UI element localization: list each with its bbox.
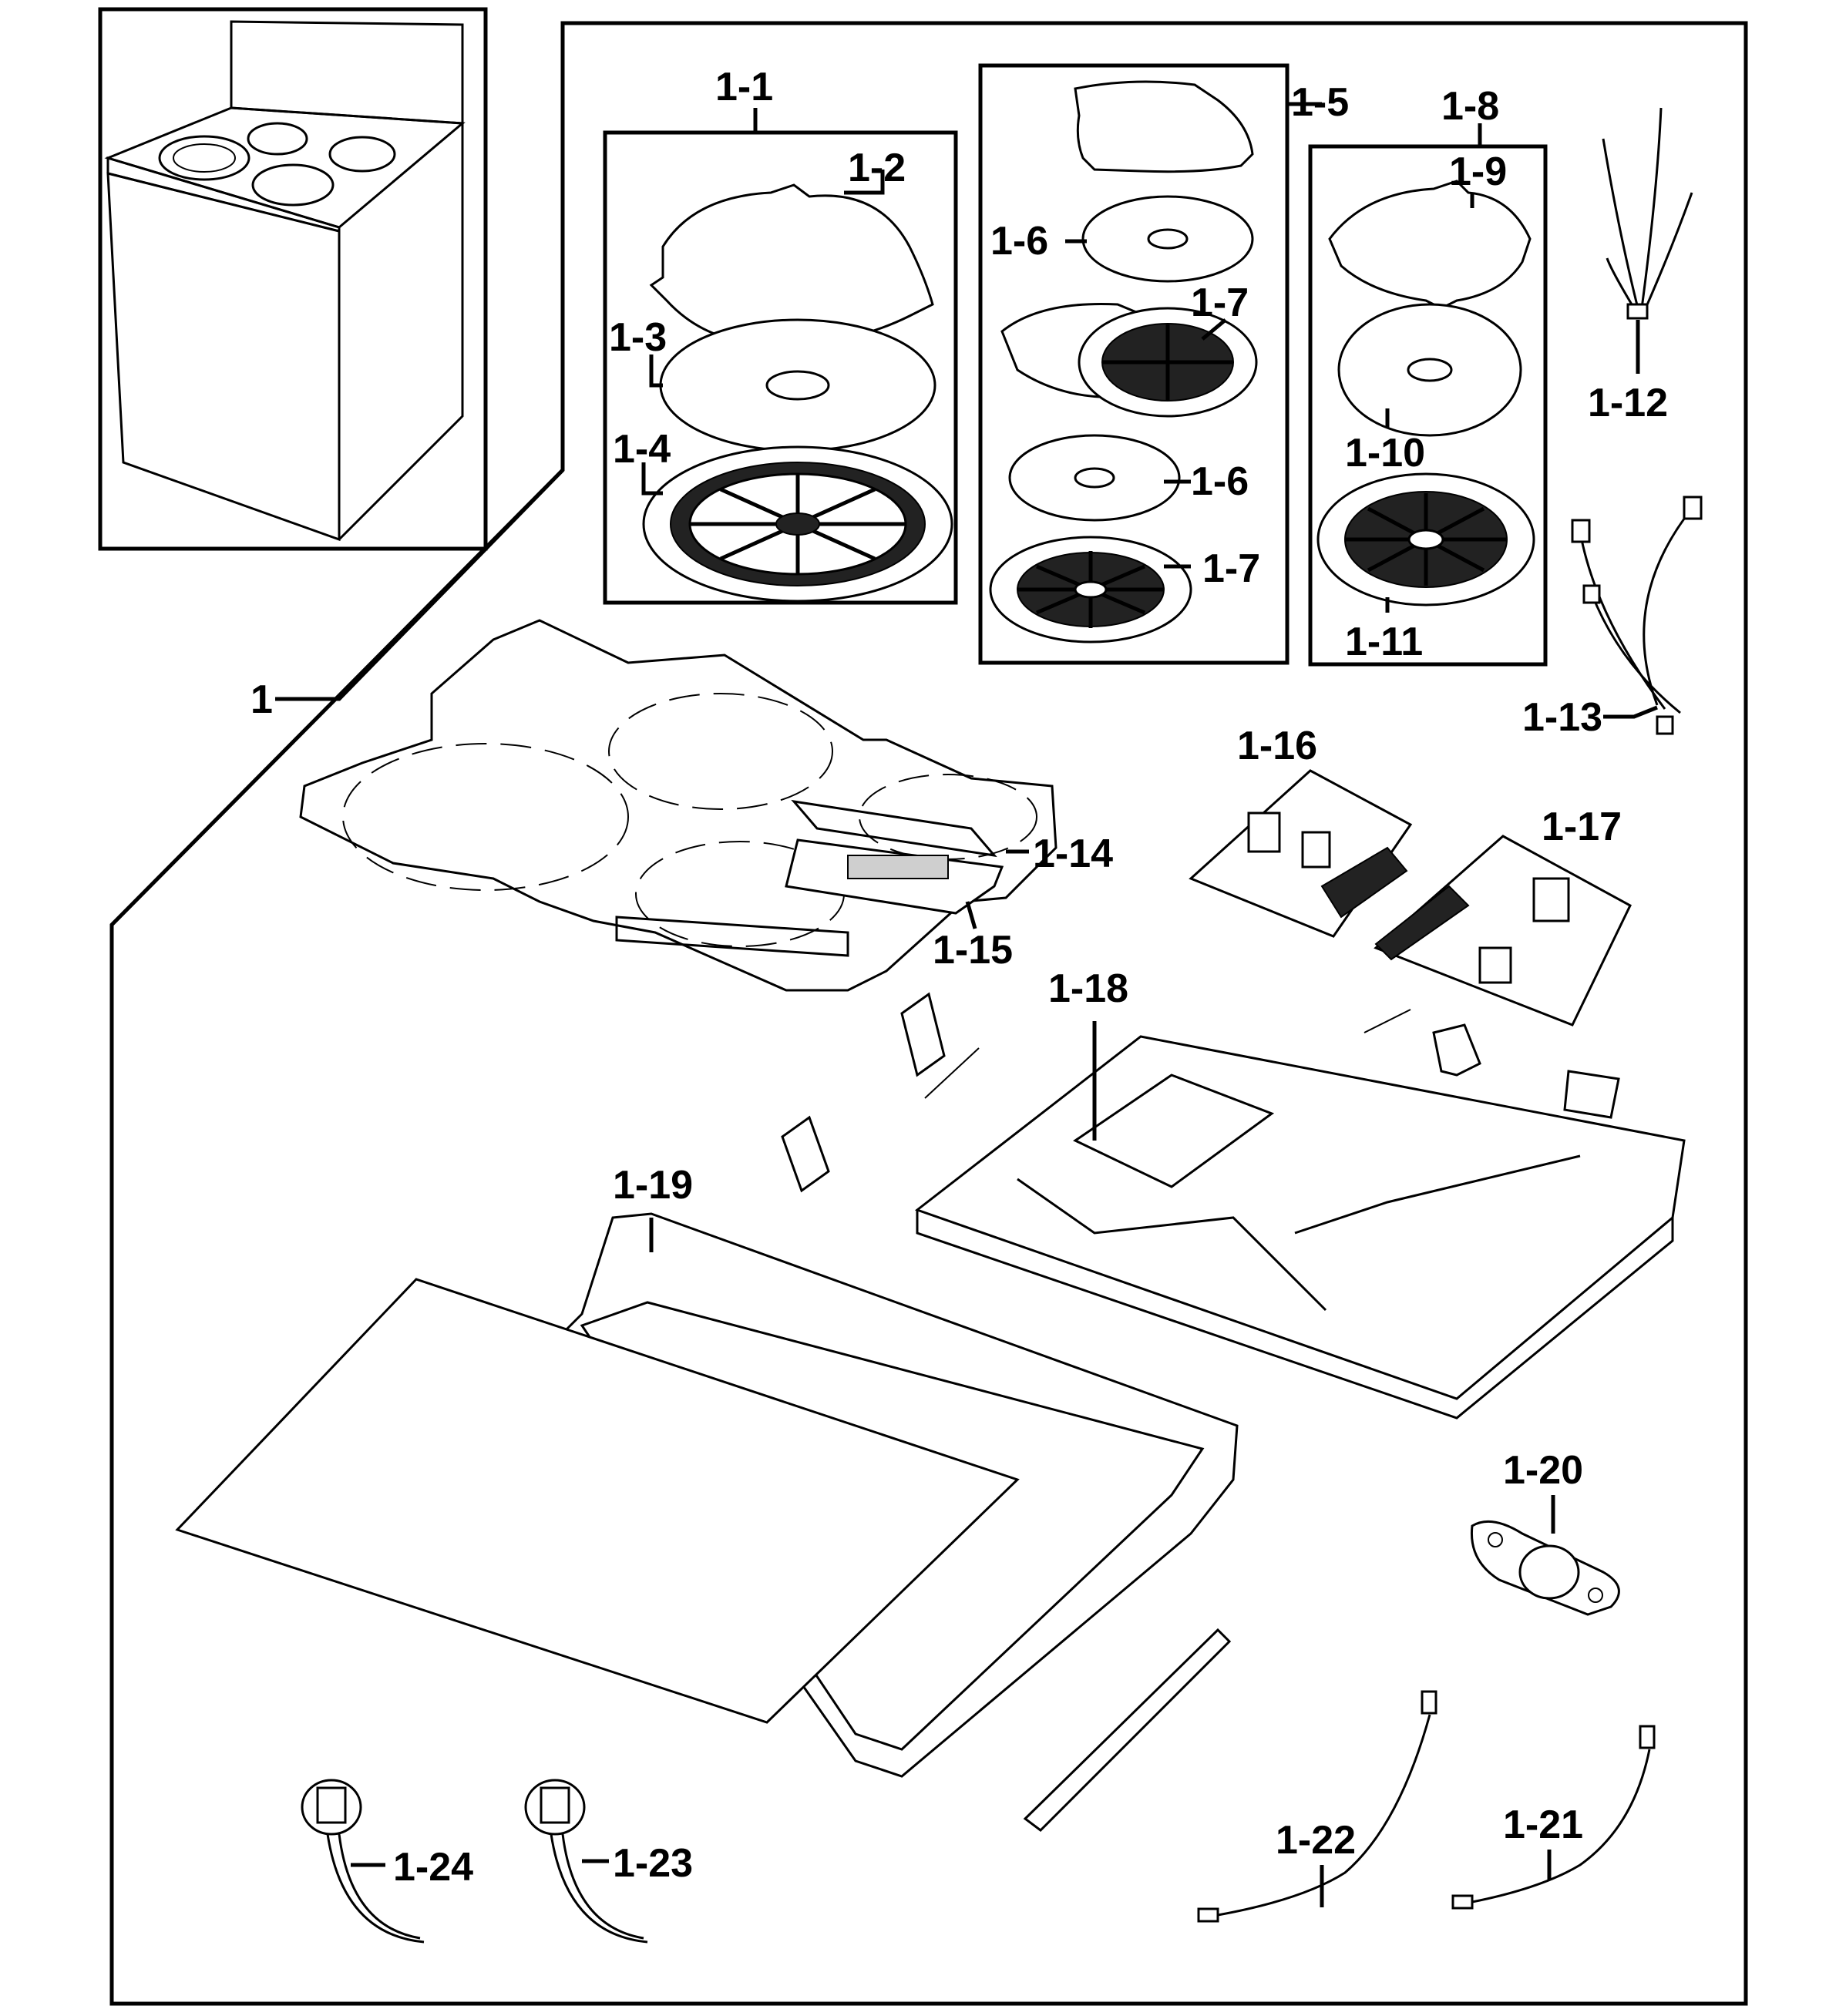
label-1-19: 1-19 (613, 1163, 693, 1208)
part-1-9-gasket (1328, 180, 1532, 310)
part-1-19-glass-top (175, 1278, 1020, 1724)
label-1: 1 (251, 677, 273, 722)
part-1-6-insulator-bottom (1008, 434, 1181, 522)
label-1-22: 1-22 (1276, 1818, 1356, 1863)
label-1-4: 1-4 (613, 427, 671, 472)
label-1-23: 1-23 (613, 1841, 693, 1886)
part-1-10-insulator (1337, 303, 1522, 437)
label-1-20: 1-20 (1503, 1448, 1583, 1493)
part-1-12-wire-harness (1602, 107, 1693, 320)
part-1-22-wire (1197, 1690, 1437, 1923)
part-1-16-pcb (1189, 769, 1413, 938)
label-1-8: 1-8 (1441, 84, 1499, 129)
part-1-4-coil-assembly (642, 445, 953, 603)
part-1-13-wire-harness (1571, 496, 1703, 735)
label-1-3: 1-3 (609, 315, 667, 360)
part-1-7-coil-top (1000, 302, 1258, 418)
group-box-1-1 (603, 130, 958, 605)
label-1-14: 1-14 (1033, 832, 1113, 876)
part-1-5-gasket (1074, 80, 1254, 173)
label-1-18: 1-18 (1048, 966, 1128, 1011)
label-1-7-top: 1-7 (1191, 281, 1249, 325)
callout-labels: 1 1-1 1-2 1-3 1-4 1-5 1-6 1-7 1-6 1-7 1-… (251, 65, 1668, 1890)
label-1-13: 1-13 (1522, 695, 1602, 740)
part-1-6-insulator-top (1081, 195, 1254, 283)
bracket (1023, 1628, 1232, 1832)
label-1-15: 1-15 (933, 928, 1013, 973)
part-1-24-connector (301, 1779, 425, 1944)
label-1-12: 1-12 (1588, 381, 1668, 425)
group-box-1-8 (1308, 144, 1548, 667)
label-1-10: 1-10 (1345, 431, 1425, 475)
group-box-1-5 (978, 63, 1290, 665)
label-1-6-top: 1-6 (990, 219, 1048, 264)
label-1-21: 1-21 (1503, 1803, 1583, 1847)
leader-lines (275, 102, 1658, 1907)
label-1-5: 1-5 (1291, 80, 1349, 125)
label-1-17: 1-17 (1542, 805, 1622, 849)
part-1-18-chassis-assembly (781, 992, 1686, 1420)
label-1-24: 1-24 (393, 1845, 473, 1890)
part-1-11-coil-assembly (1316, 472, 1535, 606)
label-1-16: 1-16 (1237, 724, 1317, 768)
part-1-3-insulator (659, 318, 936, 452)
label-1-2: 1-2 (848, 146, 906, 190)
part-1-21-wire (1451, 1725, 1656, 1910)
part-1-15-control-board (785, 838, 1004, 915)
label-1-1: 1-1 (715, 65, 773, 109)
label-1-11: 1-11 (1345, 620, 1423, 664)
part-1-23-connector (524, 1779, 648, 1944)
label-1-7-bottom: 1-7 (1202, 546, 1260, 591)
label-1-9: 1-9 (1449, 150, 1507, 194)
part-1-20-thermostat (1470, 1520, 1620, 1616)
label-1-6-bottom: 1-6 (1191, 459, 1249, 504)
range-thumbnail (98, 7, 488, 551)
part-1-7-coil-bottom (989, 536, 1192, 643)
part-1-17-pcb (1374, 835, 1632, 1026)
